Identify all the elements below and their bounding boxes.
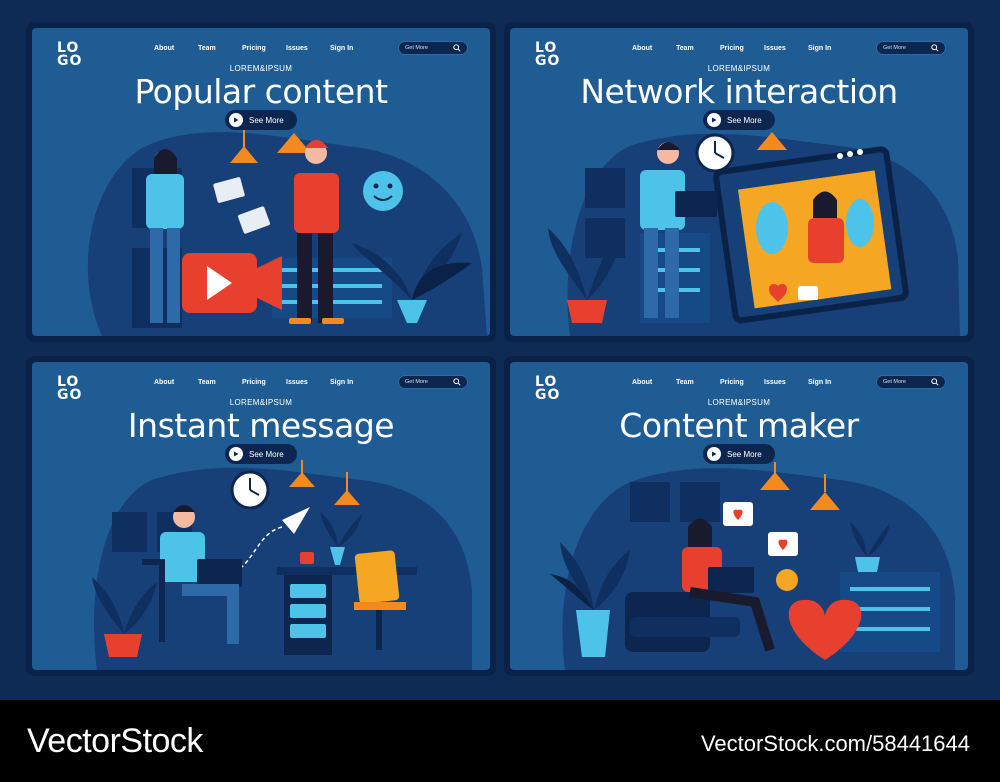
- kicker-text: LOREM&IPSUM: [229, 398, 293, 407]
- see-more-button[interactable]: See More: [703, 444, 775, 464]
- see-more-button[interactable]: See More: [225, 110, 297, 130]
- watermark-footer: VectorStock VectorStock.com/58441644: [0, 700, 1000, 782]
- search-icon: [931, 44, 939, 52]
- nav-item-sign-in[interactable]: Sign In: [330, 45, 354, 52]
- play-icon: [229, 113, 243, 127]
- nav-item-issues[interactable]: Issues: [286, 379, 308, 386]
- kicker-text: LOREM&IPSUM: [707, 398, 771, 407]
- top-nav: About Team Pricing Issues Sign In: [632, 379, 852, 386]
- search-placeholder: Get More: [405, 379, 428, 385]
- stock-image-id: VectorStock.com/58441644: [700, 731, 970, 756]
- search-input[interactable]: Get More: [876, 375, 946, 389]
- nav-item-pricing[interactable]: Pricing: [720, 379, 744, 386]
- nav-item-pricing[interactable]: Pricing: [720, 45, 744, 52]
- see-more-button[interactable]: See More: [225, 444, 297, 464]
- nav-item-team[interactable]: Team: [676, 379, 694, 386]
- see-more-label: See More: [727, 115, 762, 125]
- nav-item-pricing[interactable]: Pricing: [242, 45, 266, 52]
- top-nav: About Team Pricing Issues Sign In: [154, 379, 374, 386]
- nav-item-sign-in[interactable]: Sign In: [808, 45, 832, 52]
- search-placeholder: Get More: [405, 45, 428, 51]
- popular-content-illustration: [87, 130, 487, 336]
- search-input[interactable]: Get More: [398, 41, 468, 55]
- play-icon: [707, 447, 721, 461]
- top-nav: About Team Pricing Issues Sign In: [632, 45, 852, 52]
- top-nav: About Team Pricing Issues Sign In: [154, 45, 374, 52]
- see-more-label: See More: [727, 449, 762, 459]
- see-more-label: See More: [249, 115, 284, 125]
- play-icon: [229, 447, 243, 461]
- search-placeholder: Get More: [883, 379, 906, 385]
- kicker-text: LOREM&IPSUM: [707, 64, 771, 73]
- nav-item-about[interactable]: About: [632, 45, 653, 52]
- nav-item-about[interactable]: About: [632, 379, 653, 386]
- search-input[interactable]: Get More: [876, 41, 946, 55]
- page-title: Instant message: [127, 406, 395, 445]
- nav-item-issues[interactable]: Issues: [764, 45, 786, 52]
- nav-item-issues[interactable]: Issues: [286, 45, 308, 52]
- nav-item-pricing[interactable]: Pricing: [242, 379, 266, 386]
- search-icon: [453, 44, 461, 52]
- instant-message-illustration: [92, 460, 472, 670]
- search-icon: [453, 378, 461, 386]
- nav-item-issues[interactable]: Issues: [764, 379, 786, 386]
- nav-item-sign-in[interactable]: Sign In: [330, 379, 354, 386]
- page-title: Network interaction: [580, 72, 898, 111]
- nav-item-about[interactable]: About: [154, 379, 175, 386]
- kicker-text: LOREM&IPSUM: [229, 64, 293, 73]
- content-maker-illustration: [550, 462, 955, 670]
- search-placeholder: Get More: [883, 45, 906, 51]
- nav-item-sign-in[interactable]: Sign In: [808, 379, 832, 386]
- see-more-label: See More: [249, 449, 284, 459]
- nav-item-team[interactable]: Team: [198, 45, 216, 52]
- network-interaction-illustration: [548, 132, 960, 336]
- vectorstock-brand: VectorStock: [27, 722, 203, 760]
- page-title: Popular content: [134, 72, 388, 111]
- nav-item-team[interactable]: Team: [198, 379, 216, 386]
- search-icon: [931, 378, 939, 386]
- search-input[interactable]: Get More: [398, 375, 468, 389]
- page-title: Content maker: [619, 406, 859, 445]
- see-more-button[interactable]: See More: [703, 110, 775, 130]
- play-icon: [707, 113, 721, 127]
- nav-item-about[interactable]: About: [154, 45, 175, 52]
- nav-item-team[interactable]: Team: [676, 45, 694, 52]
